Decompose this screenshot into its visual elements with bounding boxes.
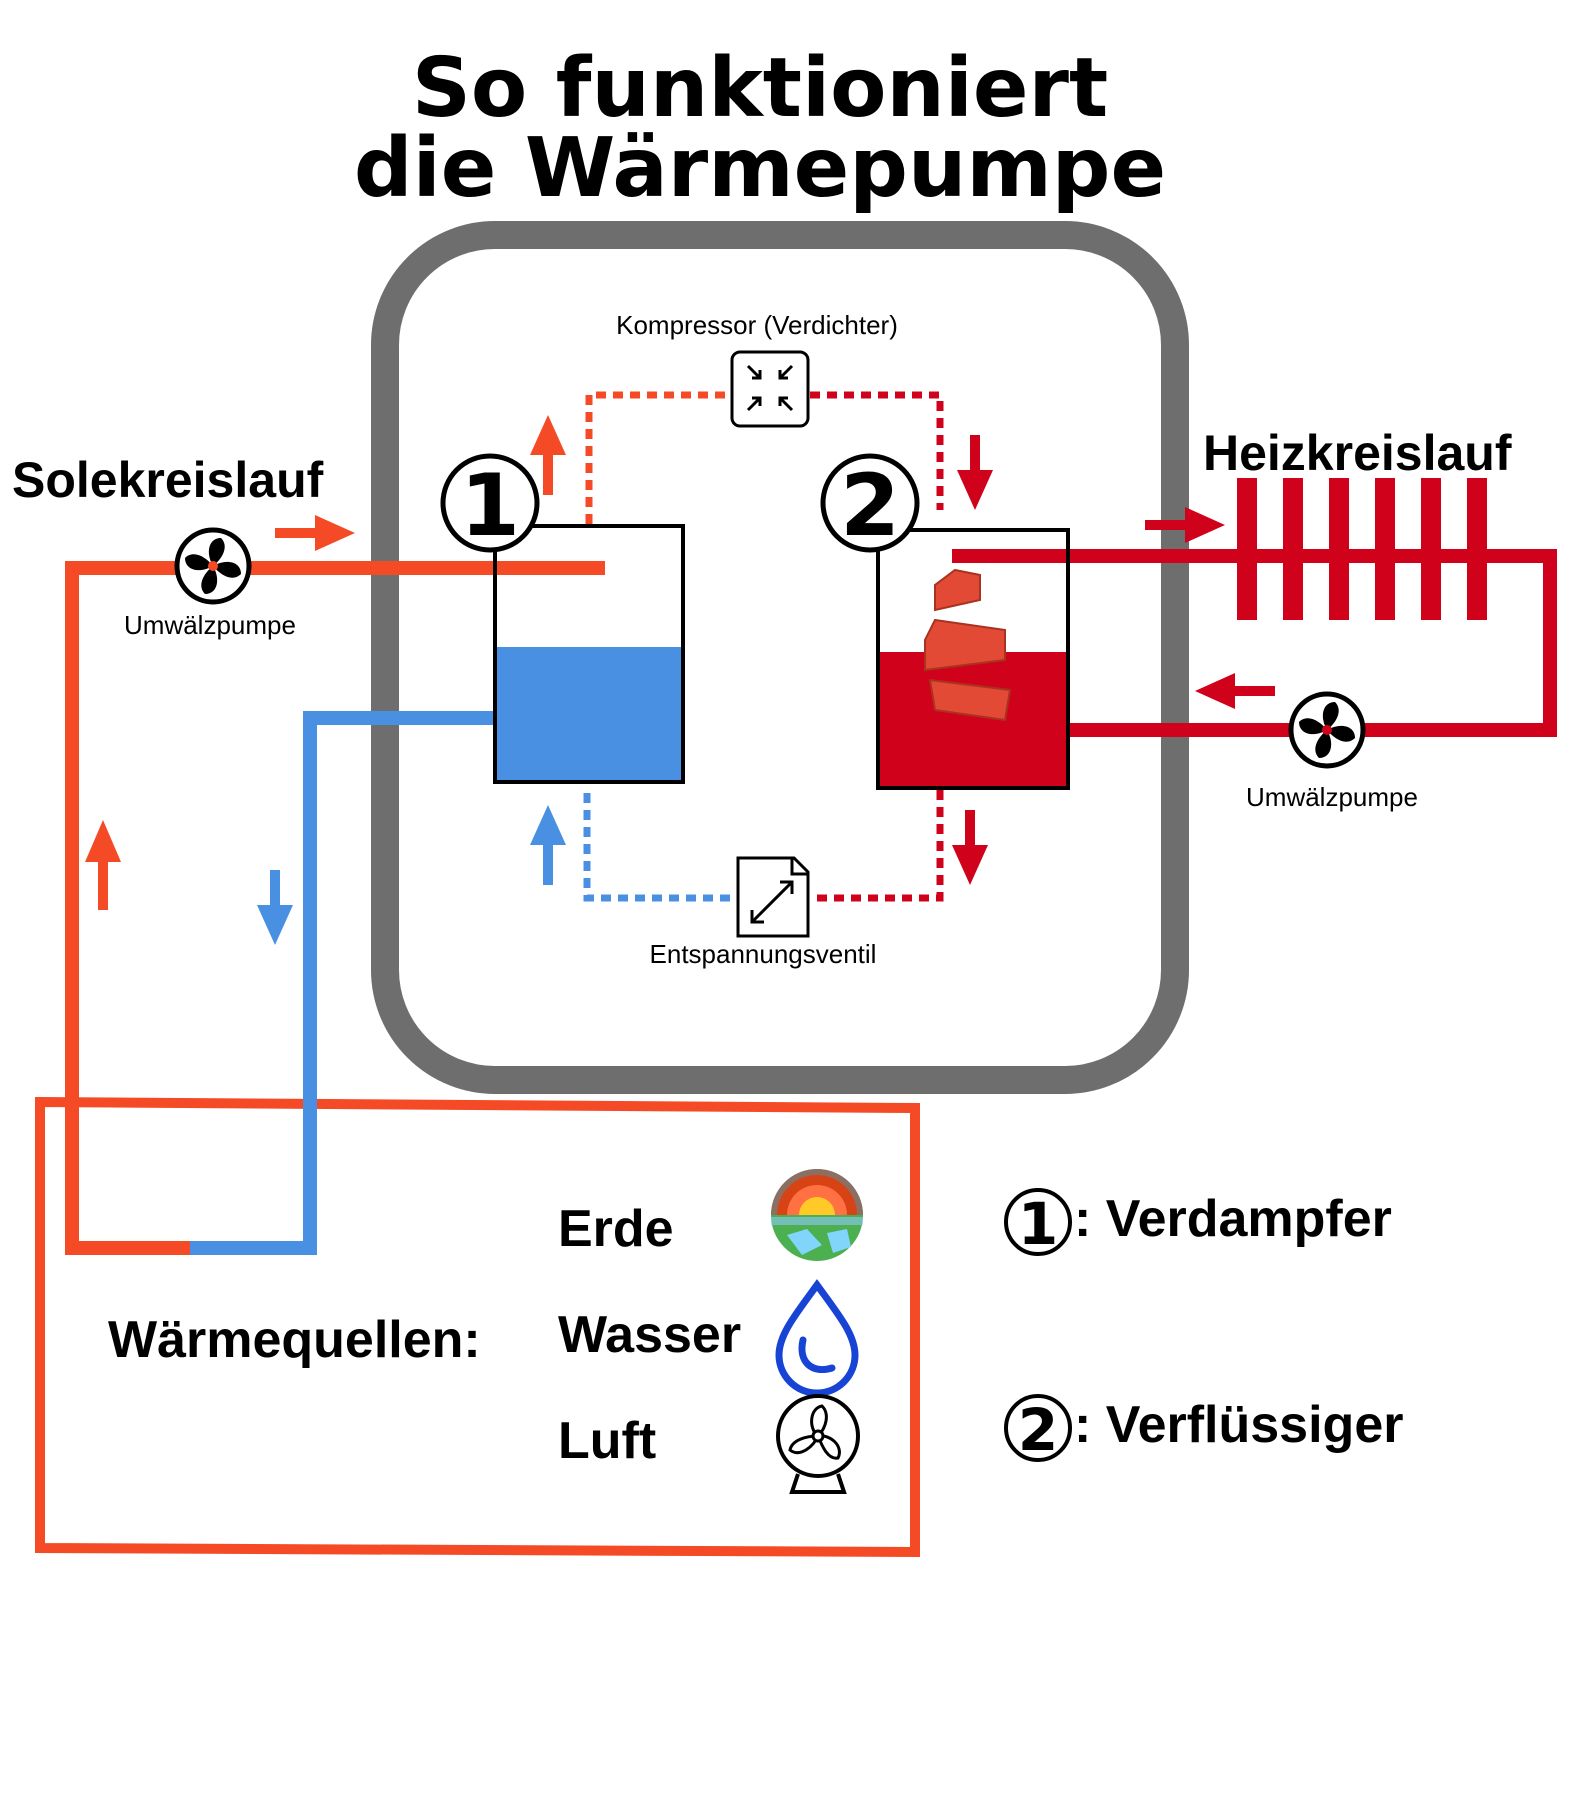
heating-circuit-label: Heizkreislauf xyxy=(1203,425,1512,481)
pump-left-label: Umwälzpumpe xyxy=(124,610,296,640)
brine-cold-line xyxy=(190,711,493,1255)
water-drop-icon xyxy=(775,1279,859,1397)
refrigerant-from-compressor xyxy=(810,391,944,510)
brine-circuit-label: Solekreislauf xyxy=(12,452,324,508)
evaporator-liquid xyxy=(497,647,682,780)
brine-warm-line xyxy=(65,561,605,1255)
heat-sources-frame xyxy=(35,1096,920,1558)
heat-source-air-label: Luft xyxy=(558,1412,656,1470)
fan-air-icon xyxy=(776,1394,860,1494)
radiator xyxy=(1237,478,1487,620)
arrow-down-condenser-in xyxy=(957,435,993,510)
condenser-liquid xyxy=(879,652,1067,788)
condenser-vessel xyxy=(876,528,1070,790)
page-title-line-1: So funktioniert xyxy=(411,41,1109,136)
svg-text:2: 2 xyxy=(840,456,900,556)
condenser-marker: 2 xyxy=(820,453,920,556)
svg-text:1: 1 xyxy=(460,456,520,556)
evaporator-vessel xyxy=(493,524,685,784)
arrow-down-brine-cold xyxy=(257,870,293,945)
expansion-valve-icon xyxy=(736,856,810,938)
svg-text:: Verflüssiger: : Verflüssiger xyxy=(1074,1396,1403,1454)
legend-evaporator: 1 : Verdampfer xyxy=(1004,1188,1392,1258)
circulation-pump-left-icon xyxy=(174,527,252,605)
legend-condenser: 2 : Verflüssiger xyxy=(1004,1394,1403,1464)
svg-text:2: 2 xyxy=(1018,1396,1058,1464)
pump-right-label: Umwälzpumpe xyxy=(1246,782,1418,812)
expansion-valve-label: Entspannungsventil xyxy=(650,939,877,969)
condenser-coil xyxy=(924,568,1012,722)
evaporator-marker: 1 xyxy=(440,453,540,556)
arrow-down-condenser-out xyxy=(952,810,988,885)
compressor-icon xyxy=(730,350,810,428)
page-title-line-2: die Wärmepumpe xyxy=(353,121,1167,216)
arrow-up-evaporator-out xyxy=(530,415,566,495)
svg-text:1: 1 xyxy=(1018,1190,1058,1258)
arrow-up-brine-warm xyxy=(85,820,121,910)
svg-text:: Verdampfer: : Verdampfer xyxy=(1074,1190,1392,1248)
arrow-right-heating-supply xyxy=(1145,507,1225,543)
heat-source-earth-label: Erde xyxy=(558,1200,674,1258)
arrow-right-brine-in xyxy=(275,515,355,551)
earth-layers-icon xyxy=(771,1169,863,1261)
circulation-pump-right-icon xyxy=(1288,691,1366,769)
refrigerant-to-valve xyxy=(810,790,944,902)
refrigerant-from-valve xyxy=(583,790,730,902)
heat-sources-heading: Wärmequellen: xyxy=(108,1311,481,1369)
compressor-label: Kompressor (Verdichter) xyxy=(616,310,898,340)
arrow-up-evaporator-in xyxy=(530,805,566,885)
refrigerant-to-compressor xyxy=(585,391,730,524)
heat-pump-casing xyxy=(371,221,1189,1094)
arrow-left-heating-return xyxy=(1195,673,1275,709)
heat-source-water-label: Wasser xyxy=(558,1306,741,1364)
